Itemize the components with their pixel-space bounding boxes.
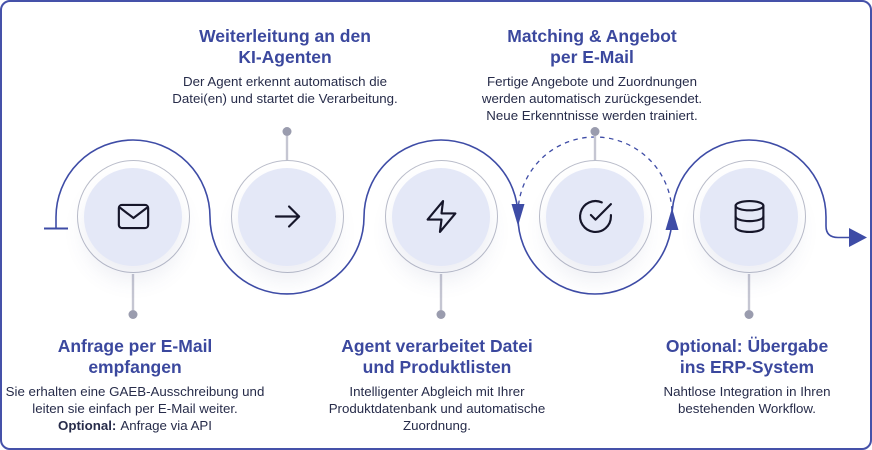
step-3-description: Intelligenter Abgleich mit Ihrer Produkt…: [297, 384, 577, 435]
step-title-line: per E-Mail: [550, 46, 634, 67]
arrow-right-icon: [274, 205, 300, 228]
step-desc-line: Datei(en) und startet die Verarbeitung.: [172, 91, 398, 107]
step-title-line: KI-Agenten: [238, 46, 332, 67]
step-1-title: Anfrage per E-Mail empfangen: [0, 336, 275, 377]
step-3-textblock: Agent verarbeitet Datei und Produktliste…: [297, 336, 577, 435]
step-desc-line: Intelligenter Abgleich mit Ihrer: [349, 384, 525, 400]
step-5-description: Nahtlose Integration in Ihren bestehende…: [607, 384, 872, 418]
step-desc-line: Nahtlose Integration in Ihren: [663, 384, 831, 400]
step-desc-line: Optional:Anfrage via API: [0, 418, 275, 435]
step-circle-fill: [84, 167, 182, 266]
step-desc-line: Der Agent erkennt automatisch die: [182, 74, 387, 90]
mail-icon: [117, 203, 149, 230]
step-title-line: ins ERP-System: [679, 356, 815, 377]
step-circle-fill: [392, 167, 490, 266]
connector-dot: [590, 127, 600, 136]
optional-label: Optional:: [57, 418, 117, 434]
step-3-title: Agent verarbeitet Datei und Produktliste…: [297, 336, 577, 377]
step-desc-line: Produktdatenbank und automatische: [328, 401, 546, 417]
step-1-textblock: Anfrage per E-Mail empfangen Sie erhalte…: [0, 336, 275, 435]
flow-serpentine-path: [55, 139, 850, 295]
step-2-title: Weiterleitung an den KI-Agenten: [135, 26, 435, 67]
step-desc-line: werden automatisch zurückgesendet.: [481, 91, 703, 107]
step-4-textblock: Matching & Angebot per E-Mail Fertige An…: [442, 26, 742, 125]
step-circle-fill: [546, 167, 644, 266]
step-title-line: Weiterleitung an den: [199, 26, 371, 46]
database-icon: [734, 200, 764, 233]
step-4-description: Fertige Angebote und Zuordnungen werden …: [442, 74, 742, 125]
step-desc-line: Sie erhalten eine GAEB-Ausschreibung und: [5, 384, 265, 400]
up-arrowhead-icon: [665, 208, 679, 230]
step-5-title: Optional: Übergabe ins ERP-System: [607, 336, 872, 377]
step-title-line: Anfrage per E-Mail: [57, 336, 213, 356]
step-circle-1: [76, 160, 190, 273]
connector-dot: [436, 310, 446, 319]
step-desc-line: Neue Erkenntnisse werden trainiert.: [486, 108, 698, 124]
step-title-line: empfangen: [88, 356, 182, 377]
step-desc-line: bestehenden Workflow.: [678, 401, 816, 417]
step-circle-4: [538, 160, 652, 273]
connector-dot: [282, 127, 292, 136]
step-circle-3: [384, 160, 498, 273]
step-1-description: Sie erhalten eine GAEB-Ausschreibung und…: [0, 384, 275, 435]
step-5-textblock: Optional: Übergabe ins ERP-System Nahtlo…: [607, 336, 872, 418]
step-title-line: Agent verarbeitet Datei: [341, 336, 533, 356]
connector-dot: [128, 310, 138, 319]
step-desc-line: leiten sie einfach per E-Mail weiter.: [32, 401, 238, 417]
connector-dot: [744, 310, 754, 319]
end-right-arrowhead-icon: [849, 228, 867, 247]
step-desc-line: Fertige Angebote und Zuordnungen: [487, 74, 697, 90]
step-4-title: Matching & Angebot per E-Mail: [442, 26, 742, 67]
down-arrowhead-icon: [511, 204, 525, 226]
step-circle-2: [230, 160, 344, 273]
step-title-line: und Produktlisten: [362, 356, 512, 377]
step-title-line: Optional: Übergabe: [665, 336, 829, 356]
step-circle-fill: [700, 167, 798, 266]
step-2-description: Der Agent erkennt automatisch die Datei(…: [135, 74, 435, 108]
check-circle-icon: [578, 200, 612, 233]
zap-icon: [426, 200, 456, 233]
step-2-textblock: Weiterleitung an den KI-Agenten Der Agen…: [135, 26, 435, 108]
step-title-line: Matching & Angebot: [507, 26, 677, 46]
step-circle-5: [692, 160, 806, 273]
step-desc-line: Zuordnung.: [402, 418, 471, 434]
step-circle-fill: [238, 167, 336, 266]
optional-text: Anfrage via API: [120, 418, 212, 434]
